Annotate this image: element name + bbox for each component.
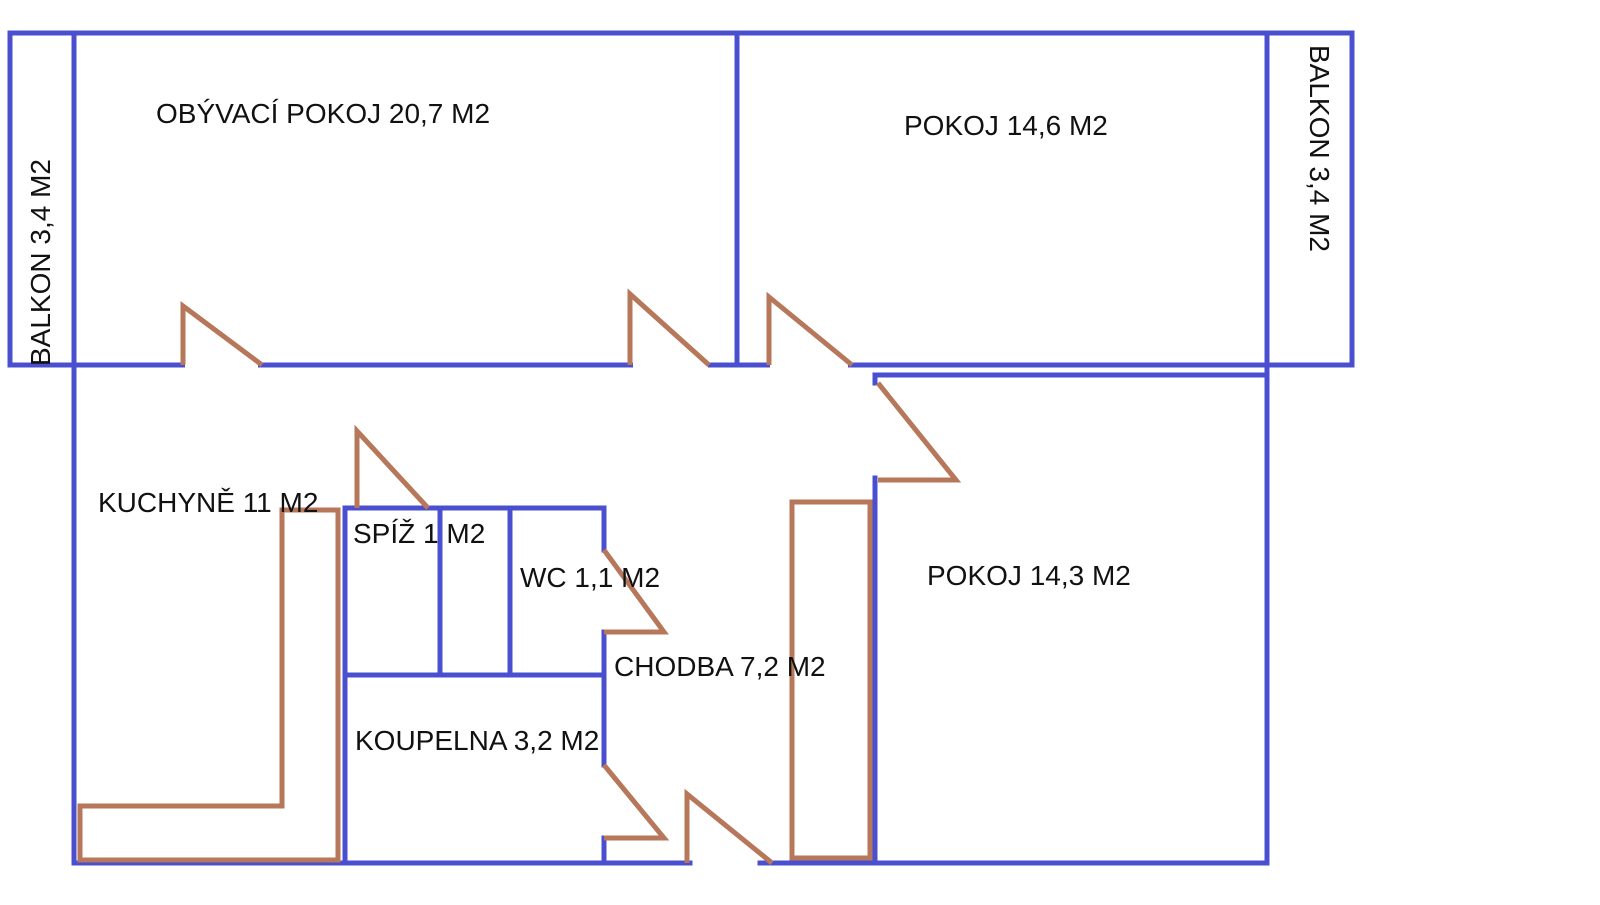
- door-wc: [601, 548, 669, 635]
- door-kitchen: [354, 424, 430, 510]
- label-obyvaci-pokoj: OBÝVACÍ POKOJ 20,7 M2: [156, 98, 490, 129]
- label-chodba: CHODBA 7,2 M2: [614, 651, 826, 682]
- label-spiz: SPÍŽ 1 M2: [353, 518, 485, 549]
- pokoj-top-room: [734, 30, 1270, 368]
- obyvaci-pokoj-room: [71, 30, 740, 368]
- label-kuchyne: KUCHYNĚ 11 M2: [98, 487, 318, 518]
- label-pokoj-top: POKOJ 14,6 M2: [904, 110, 1108, 141]
- wardrobe: [789, 499, 873, 861]
- label-balkon-right: BALKON 3,4 M2: [1304, 45, 1335, 252]
- label-pokoj-bottom: POKOJ 14,3 M2: [927, 560, 1131, 591]
- kitchen-counter: [77, 507, 341, 863]
- balkon-right-room: [1264, 30, 1355, 368]
- door-obyvaci-right: [627, 288, 711, 367]
- door-pokoj-bottom: [876, 381, 962, 483]
- label-wc: WC 1,1 M2: [520, 562, 660, 593]
- label-balkon-left: BALKON 3,4 M2: [25, 159, 56, 366]
- door-pokoj-top: [766, 291, 854, 367]
- label-koupelna: KOUPELNA 3,2 M2: [355, 725, 599, 756]
- door-koupelna: [602, 763, 670, 841]
- door-obyvaci-left: [180, 301, 264, 368]
- door-entrance: [684, 788, 774, 865]
